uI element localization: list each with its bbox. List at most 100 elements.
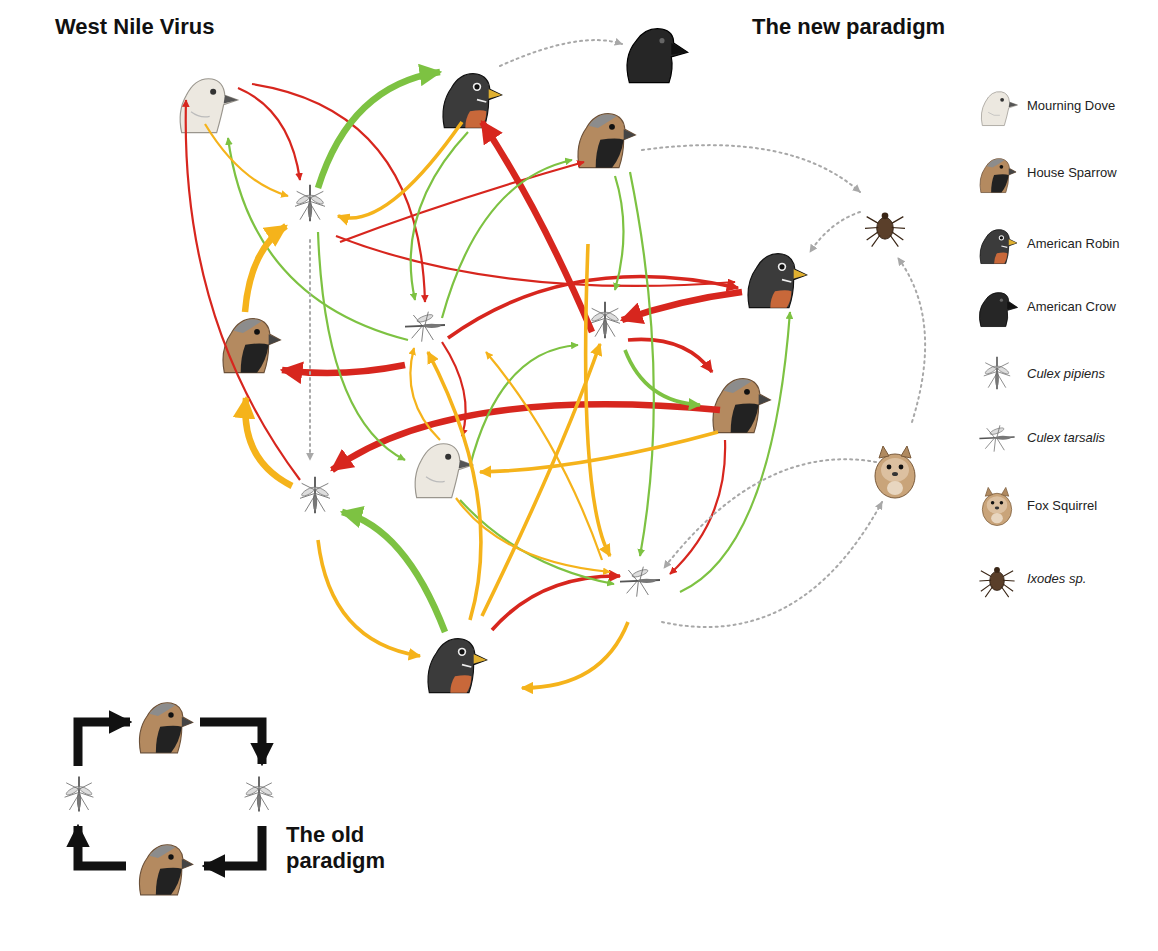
legend-label: Mourning Dove <box>1027 98 1115 113</box>
diagram-title: West Nile Virus <box>55 14 214 40</box>
animal-icon <box>405 312 445 342</box>
legend-icon <box>975 150 1019 194</box>
legend-icon-shape <box>984 357 1010 389</box>
paradigm-label: The old paradigm <box>286 822 398 875</box>
transmission-arrow <box>338 122 462 218</box>
animal-icon <box>428 639 487 693</box>
transmission-arrow <box>318 540 420 656</box>
transmission-arrow <box>522 622 628 688</box>
illustration-group <box>180 29 915 693</box>
transmission-arrow <box>411 132 468 300</box>
transmission-arrow <box>625 350 700 405</box>
legend-icon <box>975 415 1019 459</box>
transmission-arrow <box>492 576 620 630</box>
transmission-arrow <box>342 512 445 632</box>
cycle-arrow <box>78 826 126 866</box>
animal-icon <box>627 29 688 83</box>
transmission-arrow <box>410 348 440 440</box>
animal-icon <box>620 567 660 597</box>
legend-label: Fox Squirrel <box>1027 498 1097 513</box>
legend-icon-shape <box>982 487 1011 525</box>
animal-icon <box>245 776 274 811</box>
cycle-arrow <box>204 826 262 866</box>
legend-label: Culex pipiens <box>1027 366 1105 381</box>
dotted-link <box>500 40 622 66</box>
legend-entry: Ixodes sp. <box>975 556 1086 600</box>
legend-label: House Sparrow <box>1027 165 1117 180</box>
animal-icon <box>295 185 325 222</box>
transmission-arrow <box>428 352 481 620</box>
cycle-arrow <box>200 722 262 764</box>
legend-icon <box>975 221 1019 265</box>
illustration-group <box>205 122 718 688</box>
transmission-arrow <box>586 244 610 556</box>
legend-icon-shape <box>979 567 1014 597</box>
legend-icon-shape <box>980 230 1017 264</box>
dotted-link <box>642 145 860 192</box>
transmission-arrow <box>245 398 292 486</box>
illustration-group <box>310 40 925 627</box>
legend-icon-shape <box>979 425 1014 451</box>
transmission-arrow <box>680 312 790 592</box>
legend-icon <box>975 556 1019 600</box>
legend-entry: Culex pipiens <box>975 351 1105 395</box>
legend-icon-shape <box>981 92 1017 126</box>
animal-icon <box>748 254 807 308</box>
transmission-arrow <box>615 176 624 290</box>
illustration-group <box>228 72 790 632</box>
dotted-link <box>898 258 925 422</box>
legend-label: American Robin <box>1027 236 1120 251</box>
transmission-arrow <box>332 404 720 470</box>
animal-icon <box>590 302 620 339</box>
animal-icon <box>865 213 905 247</box>
animal-icon <box>415 444 473 498</box>
transmission-arrow <box>670 440 725 574</box>
transmission-arrow <box>480 432 718 472</box>
paradigm-label: The new paradigm <box>752 14 1012 40</box>
illustration-group <box>186 84 742 630</box>
legend-icon <box>975 483 1019 527</box>
cycle-arrow <box>78 722 130 766</box>
transmission-arrow <box>282 365 405 373</box>
transmission-arrow <box>205 124 288 196</box>
legend-label: Ixodes sp. <box>1027 571 1086 586</box>
legend-entry: Fox Squirrel <box>975 483 1097 527</box>
legend-entry: Mourning Dove <box>975 83 1115 127</box>
transmission-arrow <box>622 292 742 320</box>
transmission-arrow <box>628 339 712 372</box>
transmission-arrow <box>460 500 614 584</box>
transmission-arrow <box>482 122 592 332</box>
animal-icon <box>65 776 94 811</box>
animal-icon <box>139 703 192 753</box>
dotted-link <box>810 212 860 252</box>
animal-icon <box>713 379 770 433</box>
transmission-arrow <box>245 226 286 312</box>
dotted-link <box>664 459 876 568</box>
animal-icon <box>578 114 635 168</box>
legend-icon-shape <box>979 293 1017 327</box>
animal-icon <box>180 79 238 133</box>
animal-icon <box>300 477 330 514</box>
legend-icon <box>975 83 1019 127</box>
animal-icon <box>139 845 192 895</box>
legend-icon <box>975 284 1019 328</box>
animal-icon <box>875 446 915 498</box>
dotted-link <box>662 502 882 627</box>
legend-label: American Crow <box>1027 299 1116 314</box>
transmission-arrow <box>456 498 610 572</box>
transmission-arrow <box>442 160 572 318</box>
animal-icon <box>443 74 502 128</box>
legend-label: Culex tarsalis <box>1027 430 1105 445</box>
transmission-arrow <box>238 88 300 180</box>
legend-entry: American Robin <box>975 221 1120 265</box>
transmission-arrow <box>482 344 600 616</box>
illustration-group <box>65 703 274 895</box>
legend-icon-shape <box>980 159 1016 193</box>
legend-entry: American Crow <box>975 284 1116 328</box>
animal-icon <box>223 319 280 373</box>
legend-icon <box>975 351 1019 395</box>
transmission-arrow <box>470 345 578 466</box>
legend-entry: Culex tarsalis <box>975 415 1105 459</box>
transmission-arrow <box>318 232 405 460</box>
